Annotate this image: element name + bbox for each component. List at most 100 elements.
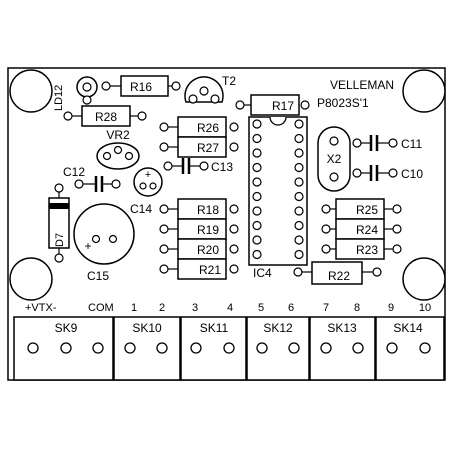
capacitor-c14: + C14 — [130, 167, 163, 216]
ic4-pin-pad — [252, 249, 262, 260]
polarity-mark-c15: + — [84, 239, 91, 253]
capacitor-c13: C13 — [163, 158, 233, 174]
ic4-pin-pad — [252, 191, 262, 202]
label-r26: R26 — [197, 121, 219, 135]
resistor-r23: R23 — [321, 238, 402, 260]
label-sk10: SK10 — [132, 321, 162, 335]
label-c15: C15 — [87, 269, 109, 283]
label-r25: R25 — [356, 203, 378, 217]
resistor-r27: R27 — [159, 136, 239, 158]
ic4-pin-pad — [294, 177, 304, 187]
label-r21: R21 — [199, 263, 221, 277]
label-sk14: SK14 — [393, 321, 423, 335]
label-t2: T2 — [222, 74, 236, 88]
resistor-r21: R21 — [159, 258, 239, 280]
pin-label-7: 7 — [323, 302, 329, 314]
resistor-r18: R18 — [159, 198, 239, 220]
label-vr2: VR2 — [106, 128, 130, 142]
label-sk13: SK13 — [327, 321, 357, 335]
resistor-r28: R28 — [63, 105, 147, 127]
pin-label-com: COM — [88, 302, 114, 314]
terminal-sk9: SK9 — [13, 316, 114, 381]
pin-label-5: 5 — [258, 302, 264, 314]
diode-d7: D7 — [48, 183, 70, 263]
mounting-holes — [9, 69, 446, 301]
label-d7: D7 — [54, 233, 66, 247]
resistor-r22: R22 — [293, 261, 382, 285]
label-r17: R17 — [272, 99, 294, 113]
ic4-pin-pad — [252, 220, 262, 231]
label-r20: R20 — [197, 243, 219, 257]
led-ld12: LD12 — [53, 76, 98, 111]
brand-label: VELLEMAN — [330, 78, 394, 92]
polarity-mark-c14: + — [145, 169, 151, 181]
ic4-pin-pad — [252, 148, 262, 158]
label-sk9: SK9 — [55, 321, 78, 335]
transistor-t2: T2 — [184, 74, 236, 104]
label-r23: R23 — [356, 243, 378, 257]
mounting-hole-bottom-right — [402, 257, 446, 301]
ic4-pin-pad — [252, 162, 262, 173]
terminal-blocks: SK9 SK10 SK11 SK12 SK13 — [13, 316, 445, 381]
ic4-pin-pad — [252, 235, 262, 245]
ic4-pin-pad — [294, 119, 304, 129]
pin-label-2: 2 — [159, 302, 165, 314]
crystal-x2: X2 — [317, 126, 351, 192]
label-c14: C14 — [130, 202, 152, 216]
label-r27: R27 — [197, 141, 219, 155]
ic-ic4: IC4 — [248, 116, 308, 280]
label-r24: R24 — [356, 223, 378, 237]
label-r18: R18 — [197, 203, 219, 217]
mounting-hole-top-right — [402, 69, 446, 113]
ic4-pin-pad — [294, 220, 304, 231]
pin-label-3: 3 — [192, 302, 198, 314]
ic4-pin-pad — [294, 249, 304, 260]
capacitor-c12: C12 — [63, 165, 121, 192]
mounting-hole-top-left — [9, 69, 53, 113]
pin-label-vtx: +VTX- — [25, 302, 57, 314]
ic4-pin-pad — [252, 177, 262, 187]
ic4-pin-pad — [294, 191, 304, 202]
terminal-sk10: SK10 — [113, 316, 181, 381]
terminal-sk14: SK14 — [375, 316, 445, 381]
label-c10: C10 — [401, 167, 423, 181]
pin-label-8: 8 — [354, 302, 360, 314]
resistor-r25: R25 — [321, 198, 402, 220]
ic4-pin-pad — [294, 206, 304, 216]
ic4-pin-pad — [252, 133, 262, 144]
pin-labels: +VTX- COM 1 2 3 4 5 6 7 8 9 10 — [25, 302, 431, 314]
ic4-pin-pad — [294, 162, 304, 173]
label-c11: C11 — [401, 137, 422, 151]
ic4-pin-pad — [294, 148, 304, 158]
label-r28: R28 — [95, 110, 117, 124]
ic4-pin-pad — [252, 119, 262, 129]
ic4-pin-pad — [294, 133, 304, 144]
resistor-r26: R26 — [159, 116, 239, 138]
resistor-r17: R17 — [235, 94, 310, 116]
trimmer-vr2: VR2 — [96, 128, 140, 170]
part-number-label: P8023S'1 — [317, 96, 369, 110]
ic4-pins-left — [252, 119, 262, 260]
label-ld12: LD12 — [53, 85, 65, 111]
capacitor-c10: C10 — [352, 165, 423, 181]
resistor-r20: R20 — [159, 238, 239, 260]
label-c12: C12 — [63, 165, 85, 179]
pin-label-9: 9 — [388, 302, 394, 314]
capacitor-c15: + C15 — [73, 203, 135, 283]
label-r22: R22 — [328, 269, 350, 283]
label-c13: C13 — [211, 160, 233, 174]
resistor-r19: R19 — [159, 218, 239, 240]
terminal-sk13: SK13 — [309, 316, 376, 381]
label-r19: R19 — [197, 223, 219, 237]
label-ic4: IC4 — [253, 266, 272, 280]
ic4-pin-pad — [252, 206, 262, 216]
mounting-hole-bottom-left — [9, 257, 53, 301]
terminal-sk12: SK12 — [246, 316, 310, 381]
label-x2: X2 — [327, 152, 342, 166]
label-r16: R16 — [130, 80, 152, 94]
capacitor-c11: C11 — [352, 135, 422, 151]
ic4-pins-right — [294, 119, 304, 260]
pin-label-4: 4 — [227, 302, 233, 314]
label-sk12: SK12 — [263, 321, 293, 335]
resistor-r16: R16 — [101, 75, 181, 97]
